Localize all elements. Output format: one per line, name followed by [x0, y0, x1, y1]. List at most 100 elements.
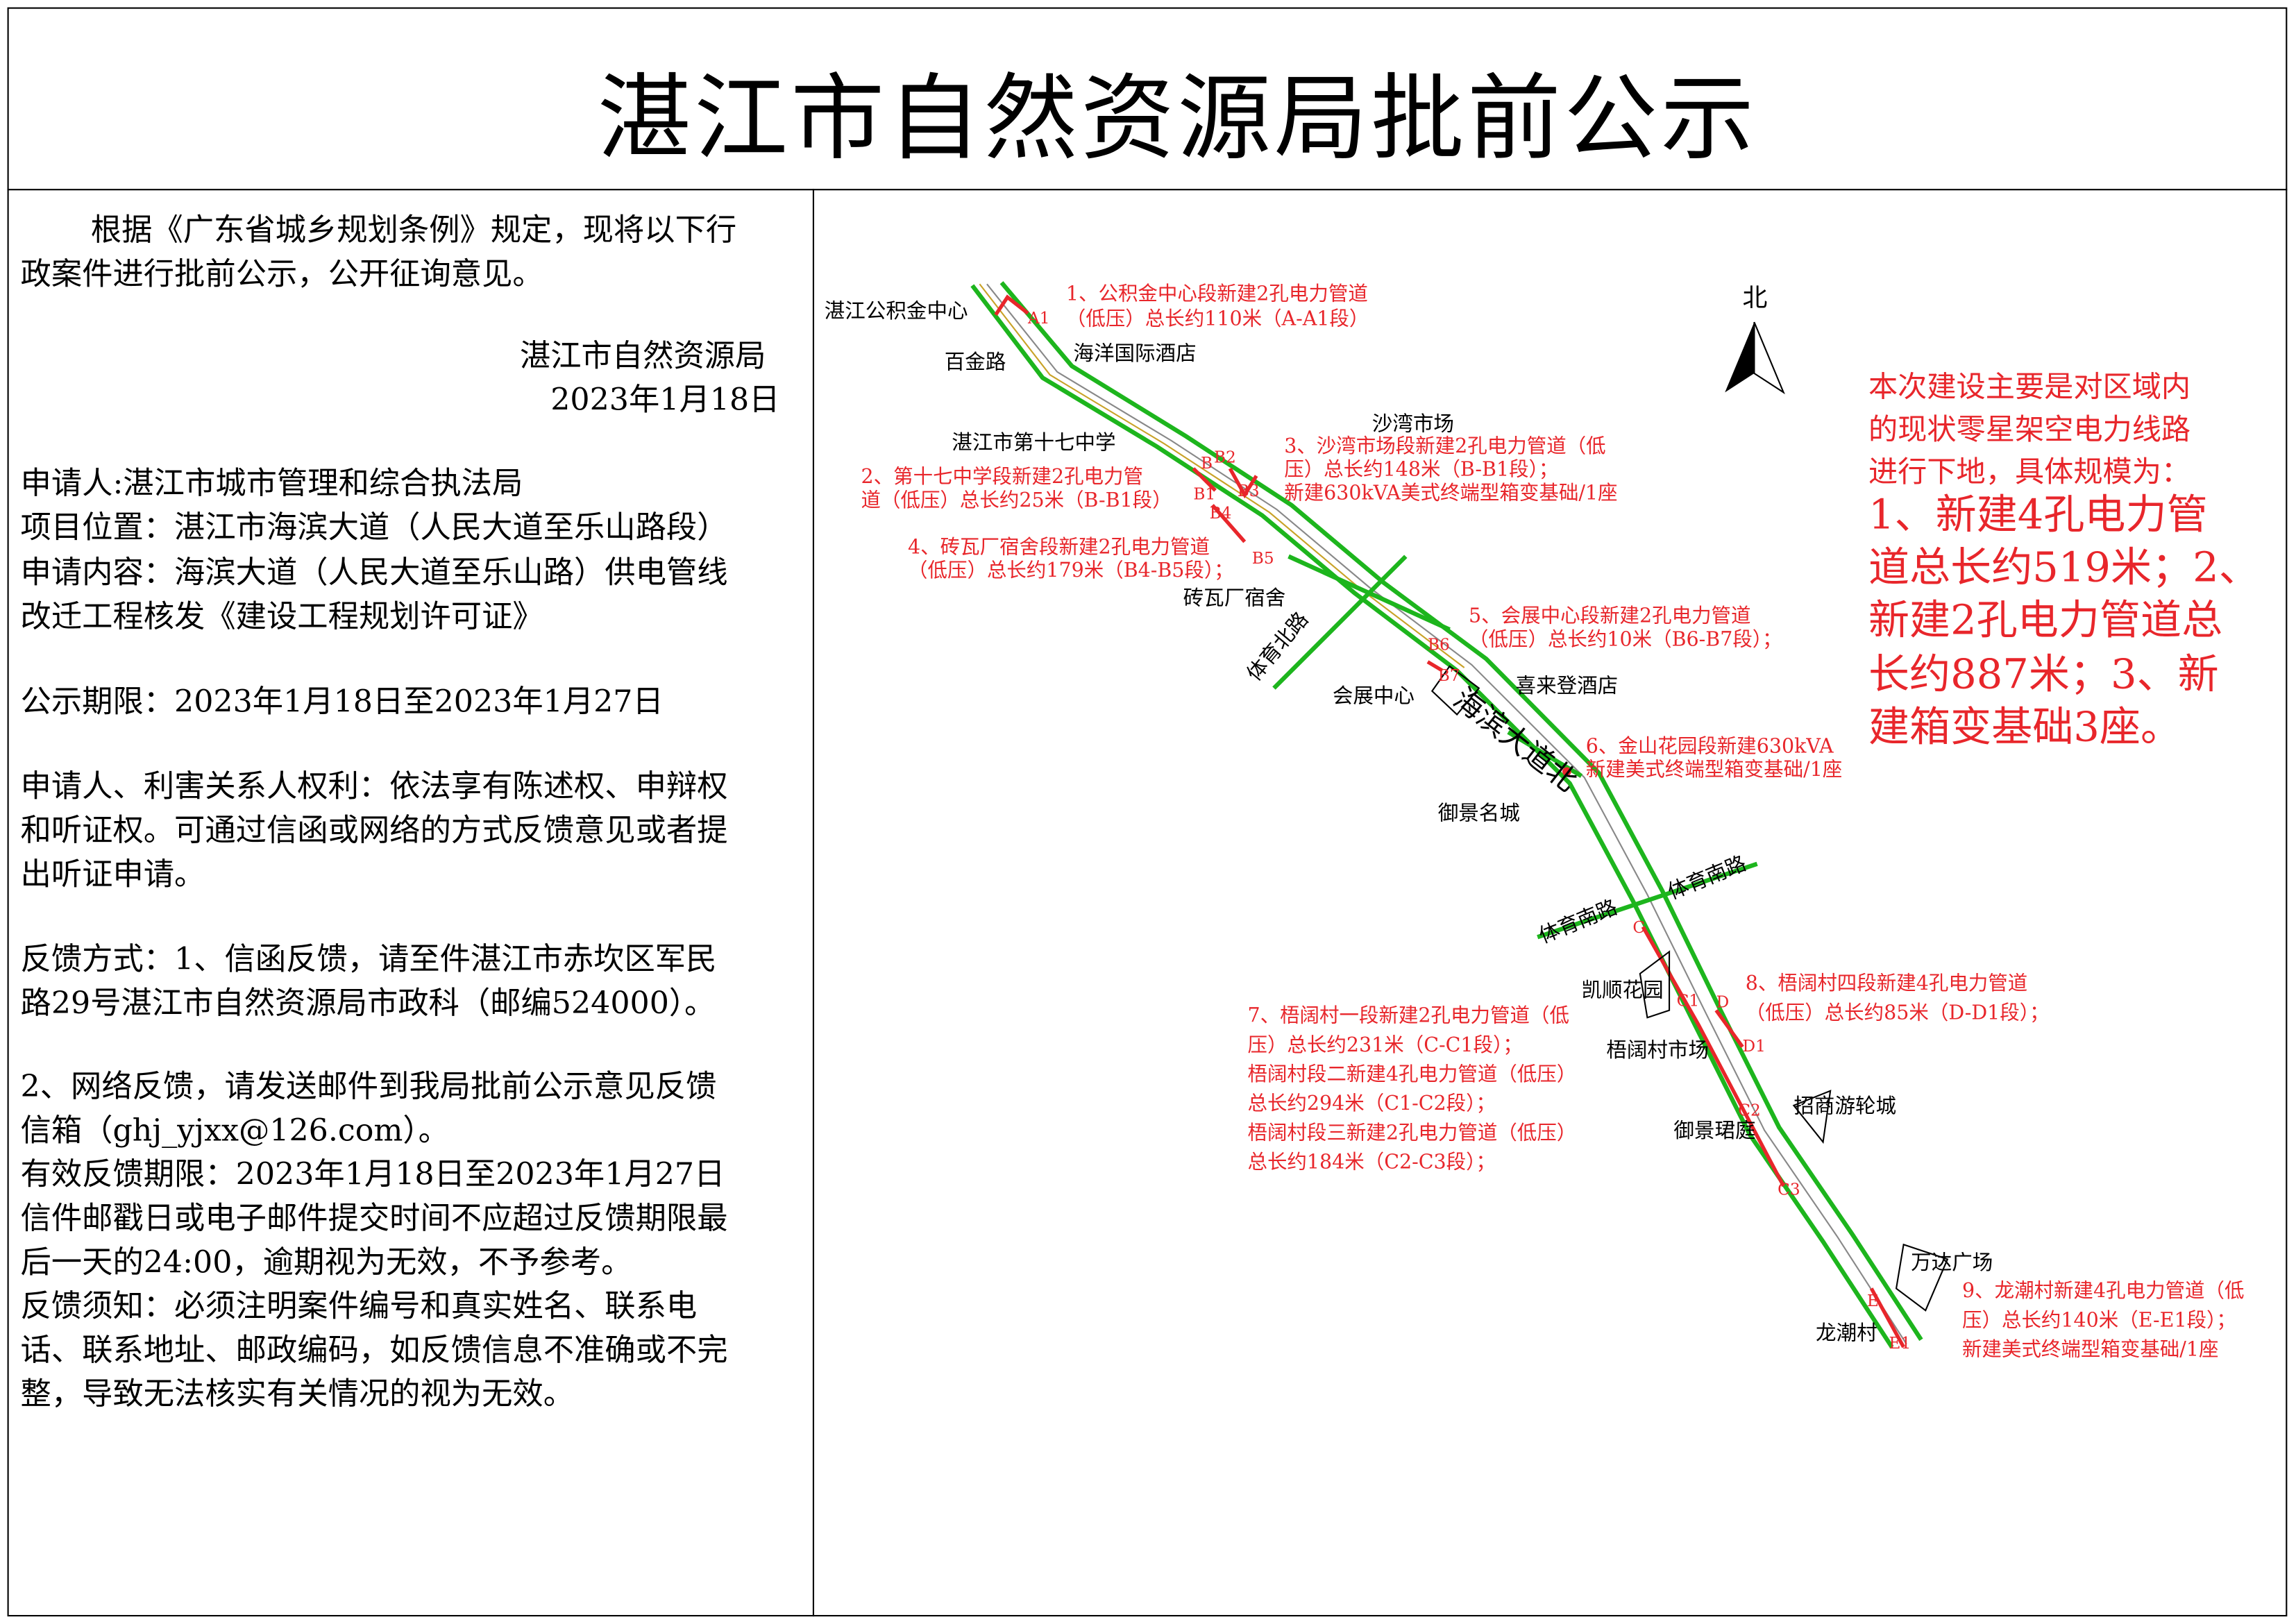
- summary-line: 的现状零星架空电力线路: [1868, 411, 2191, 447]
- notice-line: 话、联系地址、邮政编码，如反馈信息不准确或不完: [20, 1332, 728, 1368]
- building-outline: [1430, 665, 1949, 1312]
- point-label: B4: [1209, 503, 1232, 523]
- north-arrow-icon: [1725, 322, 1755, 393]
- summary-line: 长约887米；3、新: [1868, 650, 2219, 699]
- annotation-line: 1、公积金中心段新建2孔电力管道: [1065, 282, 1368, 306]
- annotation-line: 新建630kVA美式终端型箱变基础/1座: [1284, 482, 1618, 505]
- place-label: 沙湾市场: [1371, 412, 1454, 437]
- notice-line: 申请人、利害关系人权利：依法享有陈述权、申辩权: [20, 768, 728, 804]
- annotation-line: （低压）总长约179米（B4-B5段）；: [908, 559, 1234, 583]
- annotation-line: 7、梧阔村一段新建2孔电力管道（低: [1247, 1004, 1569, 1029]
- issue-date: 2023年1月18日: [550, 382, 780, 418]
- point-label: C1: [1676, 991, 1700, 1010]
- notice-line: 项目位置：湛江市海滨大道（人民大道至乐山路段）: [20, 509, 728, 545]
- notice-line: 政案件进行批前公示，公开征询意见。: [20, 256, 543, 291]
- road-edge: [970, 284, 1894, 1348]
- point-label: B2: [1213, 448, 1236, 467]
- notice-line: 和听证权。可通过信函或网络的方式反馈意见或者提: [20, 812, 728, 848]
- point-label: B1: [1193, 484, 1216, 504]
- point-label: D1: [1742, 1036, 1766, 1056]
- point-label: B3: [1237, 482, 1260, 501]
- point-label: A1: [1028, 309, 1050, 328]
- notice-line: 路29号湛江市自然资源局市政科（邮编524000）。: [20, 985, 716, 1021]
- pipe-segment: [1714, 1009, 1744, 1048]
- place-label: 百金路: [944, 351, 1006, 375]
- notice-line: 后一天的24:00，逾期视为无效，不予参考。: [20, 1244, 632, 1280]
- pipe-segment: [1210, 504, 1247, 543]
- summary-line: 1、新建4孔电力管: [1868, 490, 2208, 539]
- notice-line: 改迁工程核发《建设工程规划许可证》: [20, 598, 543, 634]
- annotation-line: 6、金山花园段新建630kVA: [1585, 735, 1834, 759]
- place-label: 喜来登酒店: [1515, 675, 1619, 699]
- annotation-line: （低压）总长约10米（B6-B7段）；: [1469, 628, 1782, 652]
- annotation-line: 8、梧阔村四段新建4孔电力管道: [1745, 972, 2028, 996]
- notice-line: 申请内容：海滨大道（人民大道至乐山路）供电管线: [20, 555, 728, 591]
- place-label: 会展中心: [1332, 685, 1415, 709]
- notice-line: 申请人:湛江市城市管理和综合执法局: [20, 465, 523, 501]
- point-label: B7: [1437, 666, 1460, 686]
- place-label: 砖瓦厂宿舍: [1183, 586, 1286, 611]
- notice-line: 公示期限：2023年1月18日至2023年1月27日: [20, 684, 664, 719]
- annotation-line: 5、会展中心段新建2孔电力管道: [1469, 604, 1751, 629]
- summary-line: 本次建设主要是对区域内: [1868, 369, 2191, 405]
- pipe-segment: [1192, 467, 1258, 499]
- point-label: E1: [1889, 1333, 1911, 1353]
- place-label: 海洋国际酒店: [1073, 342, 1197, 366]
- north-arrow-icon: [1753, 321, 1785, 395]
- notice-line: 整，导致无法核实有关情况的视为无效。: [20, 1376, 575, 1412]
- annotation-line: （低压）总长约110米（A-A1段）: [1065, 307, 1369, 331]
- pipe-segment: [1426, 660, 1444, 673]
- divider: [812, 189, 814, 1617]
- annotation-line: 总长约184米（C2-C3段）；: [1247, 1151, 1496, 1174]
- annotation-line: 道（低压）总长约25米（B-B1段）: [861, 489, 1172, 513]
- place-label: 招商游轮城: [1793, 1095, 1897, 1119]
- place-label: 湛江公积金中心: [824, 300, 968, 324]
- annotation-line: 新建美式终端型箱变基础/1座: [1961, 1338, 2219, 1362]
- issuer: 湛江市自然资源局: [519, 338, 766, 373]
- annotation-line: 梧阔村段三新建2孔电力管道（低压）: [1247, 1122, 1577, 1145]
- annotation-line: 压）总长约231米（C-C1段）；: [1247, 1033, 1523, 1058]
- notice-line: 反馈方式：1、信函反馈，请至件湛江市赤坎区军民: [20, 941, 717, 977]
- annotation-line: 新建美式终端型箱变基础/1座: [1585, 758, 1843, 782]
- feedback-email[interactable]: 信箱（ghj_yjxx@126.com）。: [20, 1113, 449, 1149]
- annotation-line: 3、沙湾市场段新建2孔电力管道（低: [1284, 434, 1606, 459]
- place-label: 御景名城: [1437, 802, 1520, 826]
- place-label: 龙潮村: [1816, 1322, 1877, 1346]
- annotation-line: 9、龙潮村新建4孔电力管道（低: [1961, 1279, 2245, 1303]
- summary-line: 进行下地，具体规模为：: [1868, 454, 2191, 489]
- notice-line: 2、网络反馈，请发送邮件到我局批前公示意见反馈: [20, 1069, 717, 1104]
- summary-line: 新建2孔电力管道总: [1868, 595, 2223, 645]
- notice-line: 信件邮戳日或电子邮件提交时间不应超过反馈期限最: [20, 1200, 728, 1236]
- annotation-line: 梧阔村段二新建4孔电力管道（低压）: [1247, 1063, 1577, 1087]
- pipe-segment: [994, 294, 1029, 316]
- point-label: B: [1200, 454, 1213, 473]
- notice-frame: [7, 7, 2288, 1617]
- point-label: C: [1632, 917, 1646, 938]
- notice-line: 反馈须知：必须注明案件编号和真实姓名、联系电: [20, 1288, 698, 1324]
- place-label: 御景珺庭: [1673, 1119, 1756, 1144]
- notice-line: 根据《广东省城乡规划条例》规定，现将以下行: [90, 212, 737, 248]
- place-label: 梧阔村市场: [1606, 1039, 1710, 1063]
- cross-road: [1272, 554, 1758, 940]
- divider: [7, 189, 2288, 191]
- notice-line: 出听证申请。: [20, 856, 205, 892]
- pipe-segment: [1869, 1287, 1905, 1348]
- page-title: 湛江市自然资源局批前公示: [597, 65, 1757, 175]
- annotation-line: 总长约294米（C1-C2段）；: [1247, 1092, 1496, 1116]
- point-label: B5: [1251, 549, 1274, 568]
- pipe-segment: [1641, 926, 1785, 1187]
- point-label: C3: [1778, 1180, 1800, 1199]
- place-label: 湛江市第十七中学: [952, 432, 1116, 456]
- annotation-line: 4、砖瓦厂宿舍段新建2孔电力管道: [908, 536, 1210, 559]
- road-centerline: [986, 283, 1907, 1345]
- notice-line: 有效反馈期限：2023年1月18日至2023年1月27日: [20, 1156, 725, 1192]
- road-edge: [999, 281, 1923, 1342]
- north-label: 北: [1742, 284, 1768, 314]
- transformer-marker: [1562, 767, 1571, 777]
- place-label: 凯顺花园: [1581, 979, 1664, 1004]
- point-label: B6: [1427, 635, 1450, 655]
- point-label: E: [1866, 1291, 1879, 1311]
- summary-line: 建箱变基础3座。: [1868, 702, 2182, 752]
